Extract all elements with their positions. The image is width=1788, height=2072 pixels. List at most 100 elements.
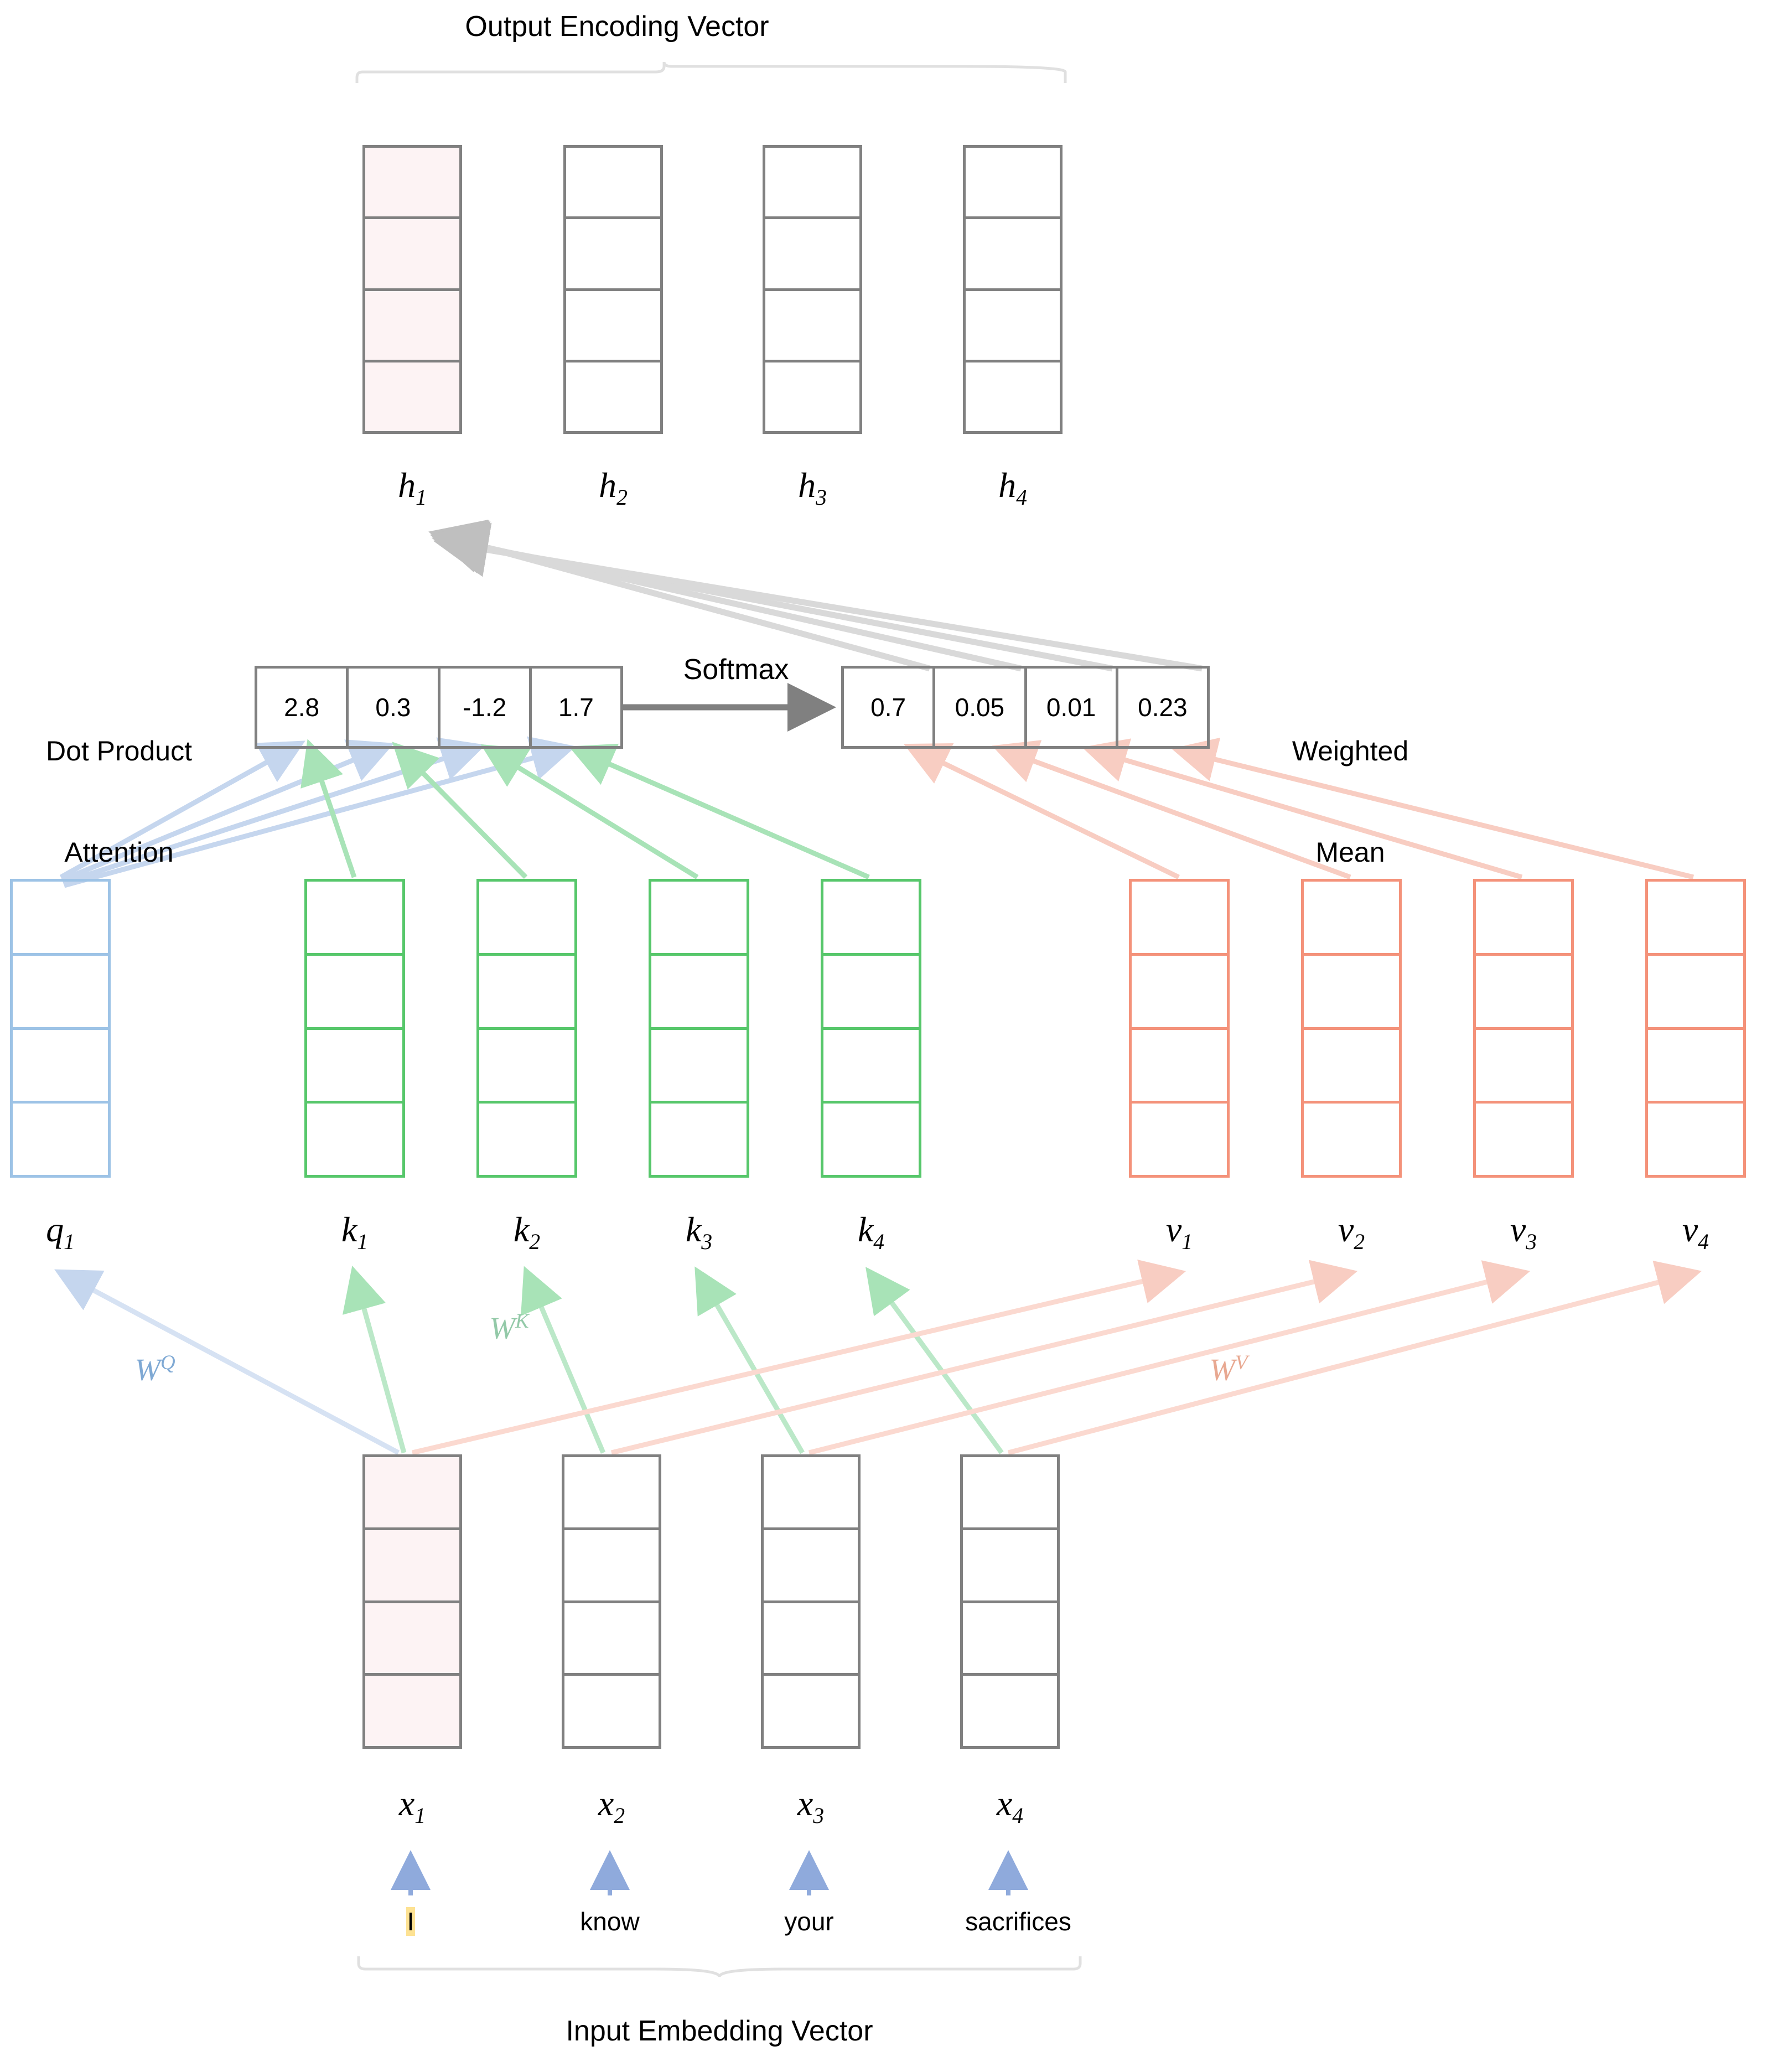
value-vector-v3[interactable] bbox=[1473, 879, 1574, 1178]
token-3[interactable]: your bbox=[754, 1907, 864, 1936]
input-vector-x2[interactable] bbox=[562, 1454, 661, 1749]
attention-score-cell[interactable]: 2.8 bbox=[284, 693, 320, 722]
output-vector-h3[interactable] bbox=[763, 145, 862, 434]
token-1-text: I bbox=[406, 1907, 416, 1936]
weighted-mean-line1: Weighted bbox=[1292, 735, 1409, 766]
key-vector-k2[interactable] bbox=[476, 879, 577, 1178]
vector-cell bbox=[1476, 882, 1571, 953]
vector-cell bbox=[566, 359, 660, 431]
input-embedding-vector-title: Input Embedding Vector bbox=[566, 2015, 873, 2047]
vector-cell bbox=[764, 1673, 858, 1746]
key-vector-k4[interactable] bbox=[821, 879, 921, 1178]
token-4[interactable]: sacrifices bbox=[941, 1907, 1096, 1936]
value-vector-label-v3: v3 bbox=[1510, 1210, 1537, 1254]
value-vector-label-v2: v2 bbox=[1338, 1210, 1365, 1254]
dot-product-attention-line1: Dot Product bbox=[45, 735, 192, 766]
output-vector-label-h4: h4 bbox=[998, 465, 1027, 510]
wk-projection-arrows bbox=[342, 1265, 1004, 1454]
attention-score-cell[interactable]: 1.7 bbox=[528, 669, 620, 746]
vector-cell bbox=[1132, 952, 1227, 1027]
vector-cell bbox=[963, 1673, 1057, 1746]
vector-cell bbox=[1648, 1101, 1743, 1175]
vector-cell bbox=[651, 1027, 747, 1101]
attention-score-cell[interactable]: -1.2 bbox=[437, 669, 529, 746]
vector-cell bbox=[479, 952, 574, 1027]
vector-cell bbox=[823, 1027, 919, 1101]
vector-cell bbox=[823, 1101, 919, 1175]
softmax-weight-strip[interactable]: 0.7 0.05 0.01 0.23 bbox=[841, 666, 1210, 749]
value-vector-v2[interactable] bbox=[1301, 879, 1402, 1178]
output-vector-h1[interactable] bbox=[362, 145, 462, 434]
key-vector-k3[interactable] bbox=[649, 879, 749, 1178]
vector-cell bbox=[764, 1527, 858, 1600]
vector-cell bbox=[479, 882, 574, 953]
vector-cell bbox=[365, 1673, 459, 1746]
key-vector-label-k2: k2 bbox=[513, 1210, 541, 1254]
input-vector-label-x1: x1 bbox=[398, 1784, 426, 1828]
vector-cell bbox=[566, 148, 660, 216]
value-vector-label-v1: v1 bbox=[1165, 1210, 1193, 1254]
value-vector-v4[interactable] bbox=[1645, 879, 1746, 1178]
key-vector-k1[interactable] bbox=[304, 879, 405, 1178]
vector-cell bbox=[566, 216, 660, 288]
value-vector-v1[interactable] bbox=[1129, 879, 1230, 1178]
vector-cell bbox=[1304, 882, 1399, 953]
vector-cell bbox=[13, 1027, 108, 1101]
output-vector-label-h3: h3 bbox=[798, 465, 827, 510]
vector-cell bbox=[966, 216, 1060, 288]
attention-score-strip[interactable]: 2.8 0.3 -1.2 1.7 bbox=[255, 666, 623, 749]
query-vector-q1[interactable] bbox=[10, 879, 111, 1178]
token-to-embedding-arrows bbox=[391, 1850, 1028, 1895]
key-vector-label-k3: k3 bbox=[685, 1210, 713, 1254]
weight-matrix-label-wq: WQ bbox=[134, 1351, 175, 1387]
vector-cell bbox=[823, 882, 919, 953]
token-1[interactable]: I bbox=[355, 1907, 466, 1936]
output-encoding-vector-title: Output Encoding Vector bbox=[465, 11, 769, 43]
output-vector-h4[interactable] bbox=[963, 145, 1063, 434]
dot-product-attention-line2: Attention bbox=[64, 837, 174, 868]
vector-cell bbox=[1304, 1027, 1399, 1101]
vector-cell bbox=[765, 148, 859, 216]
key-vector-label-k1: k1 bbox=[341, 1210, 369, 1254]
vector-cell bbox=[13, 952, 108, 1027]
query-vector-label-q1: q1 bbox=[46, 1210, 75, 1254]
vector-cell bbox=[823, 952, 919, 1027]
vector-cell bbox=[1132, 882, 1227, 953]
input-vector-label-x4: x4 bbox=[996, 1784, 1024, 1828]
input-vector-x3[interactable] bbox=[761, 1454, 861, 1749]
vector-cell bbox=[365, 216, 459, 288]
output-vector-h2[interactable] bbox=[563, 145, 663, 434]
vector-cell bbox=[564, 1600, 659, 1674]
softmax-weight-cell[interactable]: 0.23 bbox=[1115, 669, 1207, 746]
token-4-text: sacrifices bbox=[965, 1907, 1071, 1936]
attention-score-cell[interactable]: 0.3 bbox=[346, 669, 437, 746]
vector-cell bbox=[765, 288, 859, 360]
vector-cell bbox=[651, 952, 747, 1027]
softmax-weight-cell[interactable]: 0.01 bbox=[1024, 669, 1116, 746]
key-vector-label-k4: k4 bbox=[857, 1210, 885, 1254]
vector-cell bbox=[1476, 1027, 1571, 1101]
weight-matrix-label-wv: WV bbox=[1209, 1351, 1248, 1387]
vector-cell bbox=[365, 1600, 459, 1674]
input-vector-x1[interactable] bbox=[362, 1454, 462, 1749]
dot-product-attention-label: Dot Product Attention bbox=[17, 667, 221, 937]
key-to-score-arrows bbox=[300, 739, 870, 880]
softmax-weight-cell[interactable]: 0.7 bbox=[870, 693, 906, 722]
input-vector-label-x3: x3 bbox=[797, 1784, 825, 1828]
vector-cell bbox=[651, 882, 747, 953]
vector-cell bbox=[365, 359, 459, 431]
vector-cell bbox=[13, 1101, 108, 1175]
vector-cell bbox=[13, 882, 108, 953]
vector-cell bbox=[764, 1600, 858, 1674]
output-brace bbox=[355, 61, 1067, 83]
vector-cell bbox=[1304, 952, 1399, 1027]
input-vector-x4[interactable] bbox=[960, 1454, 1060, 1749]
vector-cell bbox=[1132, 1101, 1227, 1175]
output-vector-label-h1: h1 bbox=[398, 465, 427, 510]
softmax-weight-cell[interactable]: 0.05 bbox=[932, 669, 1024, 746]
vector-cell bbox=[365, 1457, 459, 1527]
vector-cell bbox=[479, 1101, 574, 1175]
vector-cell bbox=[365, 1527, 459, 1600]
token-2[interactable]: know bbox=[554, 1907, 665, 1936]
vector-cell bbox=[1648, 952, 1743, 1027]
